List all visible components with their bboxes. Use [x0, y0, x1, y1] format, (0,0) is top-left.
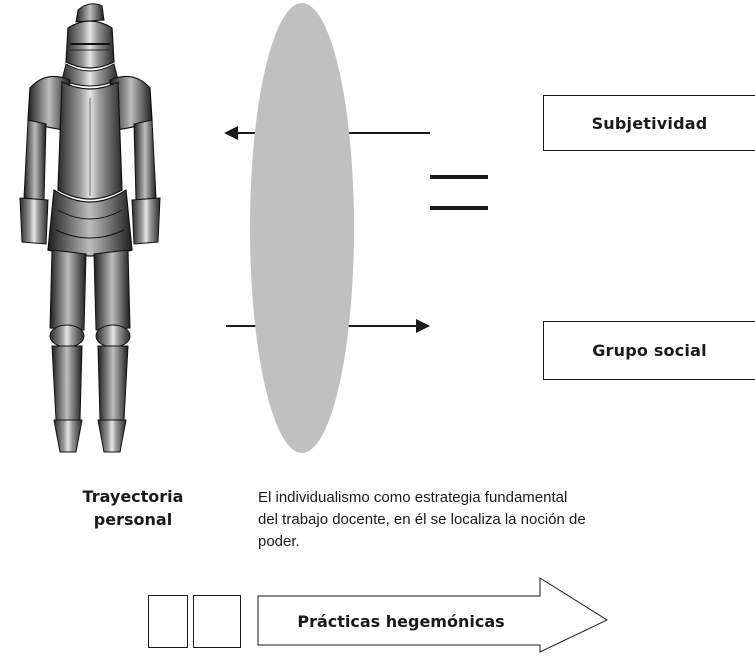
lens-ellipse	[250, 3, 354, 453]
description-line-1: El individualismo como estrategia fundam…	[258, 487, 678, 509]
description-line-2: del trabajo docente, en él se localiza l…	[258, 509, 678, 531]
grupo-social-box: Grupo social	[543, 321, 755, 380]
subjetividad-label: Subjetividad	[592, 114, 708, 133]
equals-sign	[430, 175, 488, 210]
caption-line-1: Trayectoria	[58, 485, 208, 508]
empty-square-2	[193, 595, 241, 648]
caption-line-2: personal	[58, 508, 208, 531]
subjetividad-box: Subjetividad	[543, 95, 755, 151]
grupo-social-label: Grupo social	[592, 341, 707, 360]
figure-caption: Trayectoria personal	[58, 485, 208, 531]
description-paragraph: El individualismo como estrategia fundam…	[258, 487, 678, 553]
description-line-3: poder.	[258, 531, 678, 553]
empty-square-1	[148, 595, 188, 648]
practicas-label: Prácticas hegemónicas	[262, 598, 540, 644]
